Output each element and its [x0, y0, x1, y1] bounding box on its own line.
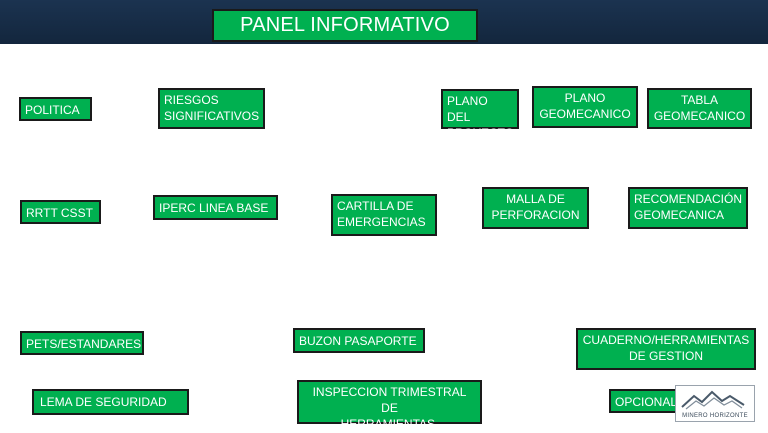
- iperc-linea-base-button[interactable]: IPERC LINEA BASE: [153, 195, 278, 220]
- buzon-pasaporte-button[interactable]: BUZON PASAPORTE: [293, 328, 425, 353]
- minero-horizonte-logo: MINERO HORIZONTE: [675, 385, 755, 422]
- riesgos-significativos-button[interactable]: RIESGOS SIGNIFICATIVOS: [158, 88, 265, 129]
- page-title: PANEL INFORMATIVO MINA: [212, 9, 478, 65]
- plano-del-proyecto-button[interactable]: PLANO DEL PROYECTO: [441, 89, 519, 140]
- inspeccion-trimestral-button[interactable]: INSPECCION TRIMESTRAL DE HERRAMIENTAS.: [297, 380, 482, 431]
- lema-de-seguridad-button[interactable]: LEMA DE SEGURIDAD: [32, 389, 189, 415]
- politica-button[interactable]: POLITICA: [19, 97, 92, 121]
- rrtt-csst-button[interactable]: RRTT CSST: [20, 200, 101, 224]
- logo-text: MINERO HORIZONTE: [682, 413, 748, 419]
- tabla-geomecanico-button[interactable]: TABLA GEOMECANICO: [647, 88, 752, 129]
- mountain-logo-icon: [681, 390, 745, 410]
- opcional-button[interactable]: OPCIONAL: [609, 389, 681, 413]
- cuaderno-herramientas-gestion-button[interactable]: CUADERNO/HERRAMIENTAS DE GESTION: [576, 328, 756, 370]
- malla-perforacion-button[interactable]: MALLA DE PERFORACION: [482, 187, 589, 229]
- recomendacion-geomecanica-button[interactable]: RECOMENDACIÓN GEOMECANICA: [628, 187, 748, 229]
- pets-estandares-button[interactable]: PETS/ESTANDARES: [20, 331, 144, 355]
- plano-geomecanico-button[interactable]: PLANO GEOMECANICO: [532, 86, 638, 128]
- cartilla-emergencias-button[interactable]: CARTILLA DE EMERGENCIAS: [331, 194, 437, 236]
